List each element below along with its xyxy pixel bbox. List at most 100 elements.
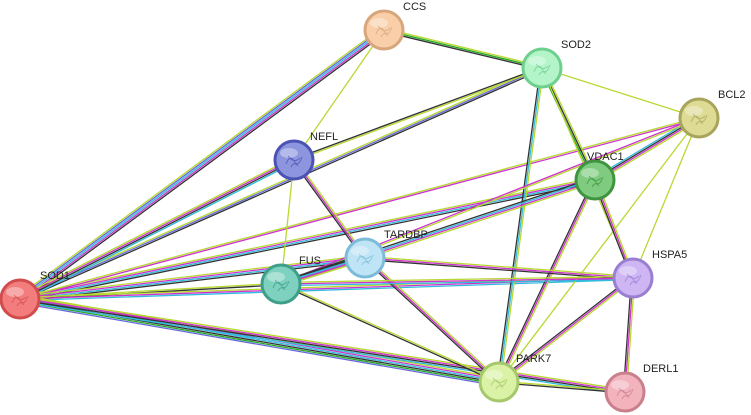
edge-sod1-ccs[interactable] bbox=[17, 26, 387, 303]
edge-line-coexpression bbox=[363, 258, 499, 384]
edge-line-experimental bbox=[280, 277, 634, 285]
edge-line-experimental bbox=[19, 256, 366, 299]
edge-fus-hspa5[interactable] bbox=[280, 275, 634, 287]
edge-line-text-mining bbox=[542, 66, 598, 180]
edges-layer bbox=[17, 26, 701, 396]
edge-line-text-mining bbox=[365, 256, 501, 382]
node-park7[interactable]: PARK7 bbox=[478, 353, 551, 403]
edge-line-experimental bbox=[364, 257, 500, 383]
node-tardbp[interactable]: TARDBP bbox=[344, 229, 428, 279]
edge-line-coexpression bbox=[364, 258, 634, 281]
edge-line-database bbox=[498, 67, 543, 383]
node-label: HSPA5 bbox=[652, 249, 687, 261]
edge-line-database bbox=[19, 180, 596, 301]
node-highlight bbox=[6, 287, 24, 297]
edge-sod2-bcl2[interactable] bbox=[541, 67, 700, 119]
edge-sod2-park7[interactable] bbox=[496, 67, 545, 383]
node-sod1[interactable]: SOD1 bbox=[0, 270, 70, 320]
edge-line-text-mining bbox=[18, 157, 294, 298]
edge-line-coexpression bbox=[19, 68, 544, 302]
edge-line-text-mining bbox=[280, 282, 500, 382]
node-highlight bbox=[280, 148, 298, 158]
edge-line-text-mining bbox=[293, 29, 385, 161]
edge-sod1-derl1[interactable] bbox=[18, 295, 627, 396]
edge-sod1-bcl2[interactable] bbox=[19, 116, 700, 301]
edge-line-text-mining bbox=[17, 26, 383, 298]
edge-hspa5-park7[interactable] bbox=[497, 276, 635, 384]
edge-ccs-sod2[interactable] bbox=[382, 27, 544, 71]
node-highlight bbox=[685, 106, 703, 116]
node-bcl2[interactable]: BCL2 bbox=[678, 89, 746, 139]
edge-line-experimental bbox=[19, 178, 596, 299]
edge-line-database bbox=[19, 258, 366, 301]
edge-park7-derl1[interactable] bbox=[498, 380, 626, 394]
protein-structure-icon bbox=[11, 294, 29, 307]
node-nefl[interactable]: NEFL bbox=[273, 131, 338, 181]
edge-line-neighborhood bbox=[383, 29, 543, 69]
node-label: SOD2 bbox=[561, 39, 591, 51]
protein-structure-icon bbox=[616, 387, 634, 400]
edge-line-coexpression bbox=[498, 382, 626, 394]
node-fus[interactable]: FUS bbox=[260, 255, 321, 305]
edge-line-database bbox=[18, 300, 626, 396]
edge-line-text-mining bbox=[280, 275, 634, 284]
edge-line-homology bbox=[19, 67, 543, 300]
edge-line-coexpression bbox=[382, 30, 543, 71]
edge-line-database bbox=[280, 278, 634, 287]
node-label: NEFL bbox=[310, 131, 338, 143]
node-sod2[interactable]: SOD2 bbox=[521, 39, 591, 89]
edge-line-text-mining bbox=[499, 67, 545, 383]
node-hspa5[interactable]: HSPA5 bbox=[612, 249, 687, 299]
edge-line-database bbox=[19, 29, 385, 300]
edge-line-database bbox=[20, 161, 296, 302]
edge-line-text-mining bbox=[364, 255, 634, 278]
node-label: BCL2 bbox=[718, 89, 746, 101]
edge-line-text-mining bbox=[19, 295, 627, 391]
edge-line-experimental bbox=[20, 30, 386, 301]
edge-line-text-mining bbox=[18, 176, 596, 298]
edge-line-coexpression bbox=[279, 177, 595, 283]
edge-line-experimental bbox=[19, 297, 626, 392]
edge-sod2-nefl[interactable] bbox=[293, 66, 543, 162]
edge-line-text-mining bbox=[18, 65, 543, 299]
node-label: DERL1 bbox=[643, 363, 678, 375]
edge-line-coexpression bbox=[497, 276, 633, 382]
edge-fus-park7[interactable] bbox=[280, 282, 500, 384]
edge-tardbp-park7[interactable] bbox=[363, 256, 501, 384]
protein-structure-icon bbox=[490, 377, 508, 390]
protein-structure-icon bbox=[533, 63, 551, 76]
node-derl1[interactable]: DERL1 bbox=[604, 363, 678, 413]
node-highlight bbox=[267, 272, 285, 282]
edge-nefl-fus[interactable] bbox=[280, 159, 295, 285]
edge-bcl2-park7[interactable] bbox=[498, 117, 700, 383]
protein-structure-icon bbox=[272, 279, 290, 292]
node-vdac1[interactable]: VDAC1 bbox=[574, 151, 624, 201]
edge-line-text-mining bbox=[280, 159, 295, 285]
node-label: VDAC1 bbox=[587, 151, 624, 163]
edge-line-homology bbox=[18, 302, 499, 387]
edge-sod1-vdac1[interactable] bbox=[18, 176, 597, 303]
edge-tardbp-hspa5[interactable] bbox=[364, 255, 634, 281]
node-highlight bbox=[351, 246, 369, 256]
protein-structure-icon bbox=[356, 253, 374, 266]
edge-line-coexpression bbox=[19, 160, 296, 301]
edge-ccs-nefl[interactable] bbox=[293, 29, 385, 161]
edge-line-coexpression bbox=[280, 284, 500, 384]
edge-line-text-mining bbox=[19, 116, 700, 299]
edge-sod1-sod2[interactable] bbox=[18, 65, 544, 302]
edge-sod1-nefl[interactable] bbox=[18, 157, 296, 302]
edge-line-experimental bbox=[18, 158, 295, 299]
node-label: FUS bbox=[299, 255, 321, 267]
node-ccs[interactable]: CCS bbox=[363, 1, 426, 51]
edge-line-homology bbox=[18, 28, 384, 299]
edge-line-text-mining bbox=[498, 380, 626, 392]
edge-bcl2-hspa5[interactable] bbox=[632, 117, 700, 279]
node-label: TARDBP bbox=[384, 229, 428, 241]
edge-line-text-mining bbox=[541, 67, 700, 119]
edge-line-text-mining bbox=[632, 117, 700, 279]
protein-structure-icon bbox=[624, 273, 642, 286]
node-label: PARK7 bbox=[516, 353, 551, 365]
edge-line-coexpression bbox=[293, 66, 543, 160]
